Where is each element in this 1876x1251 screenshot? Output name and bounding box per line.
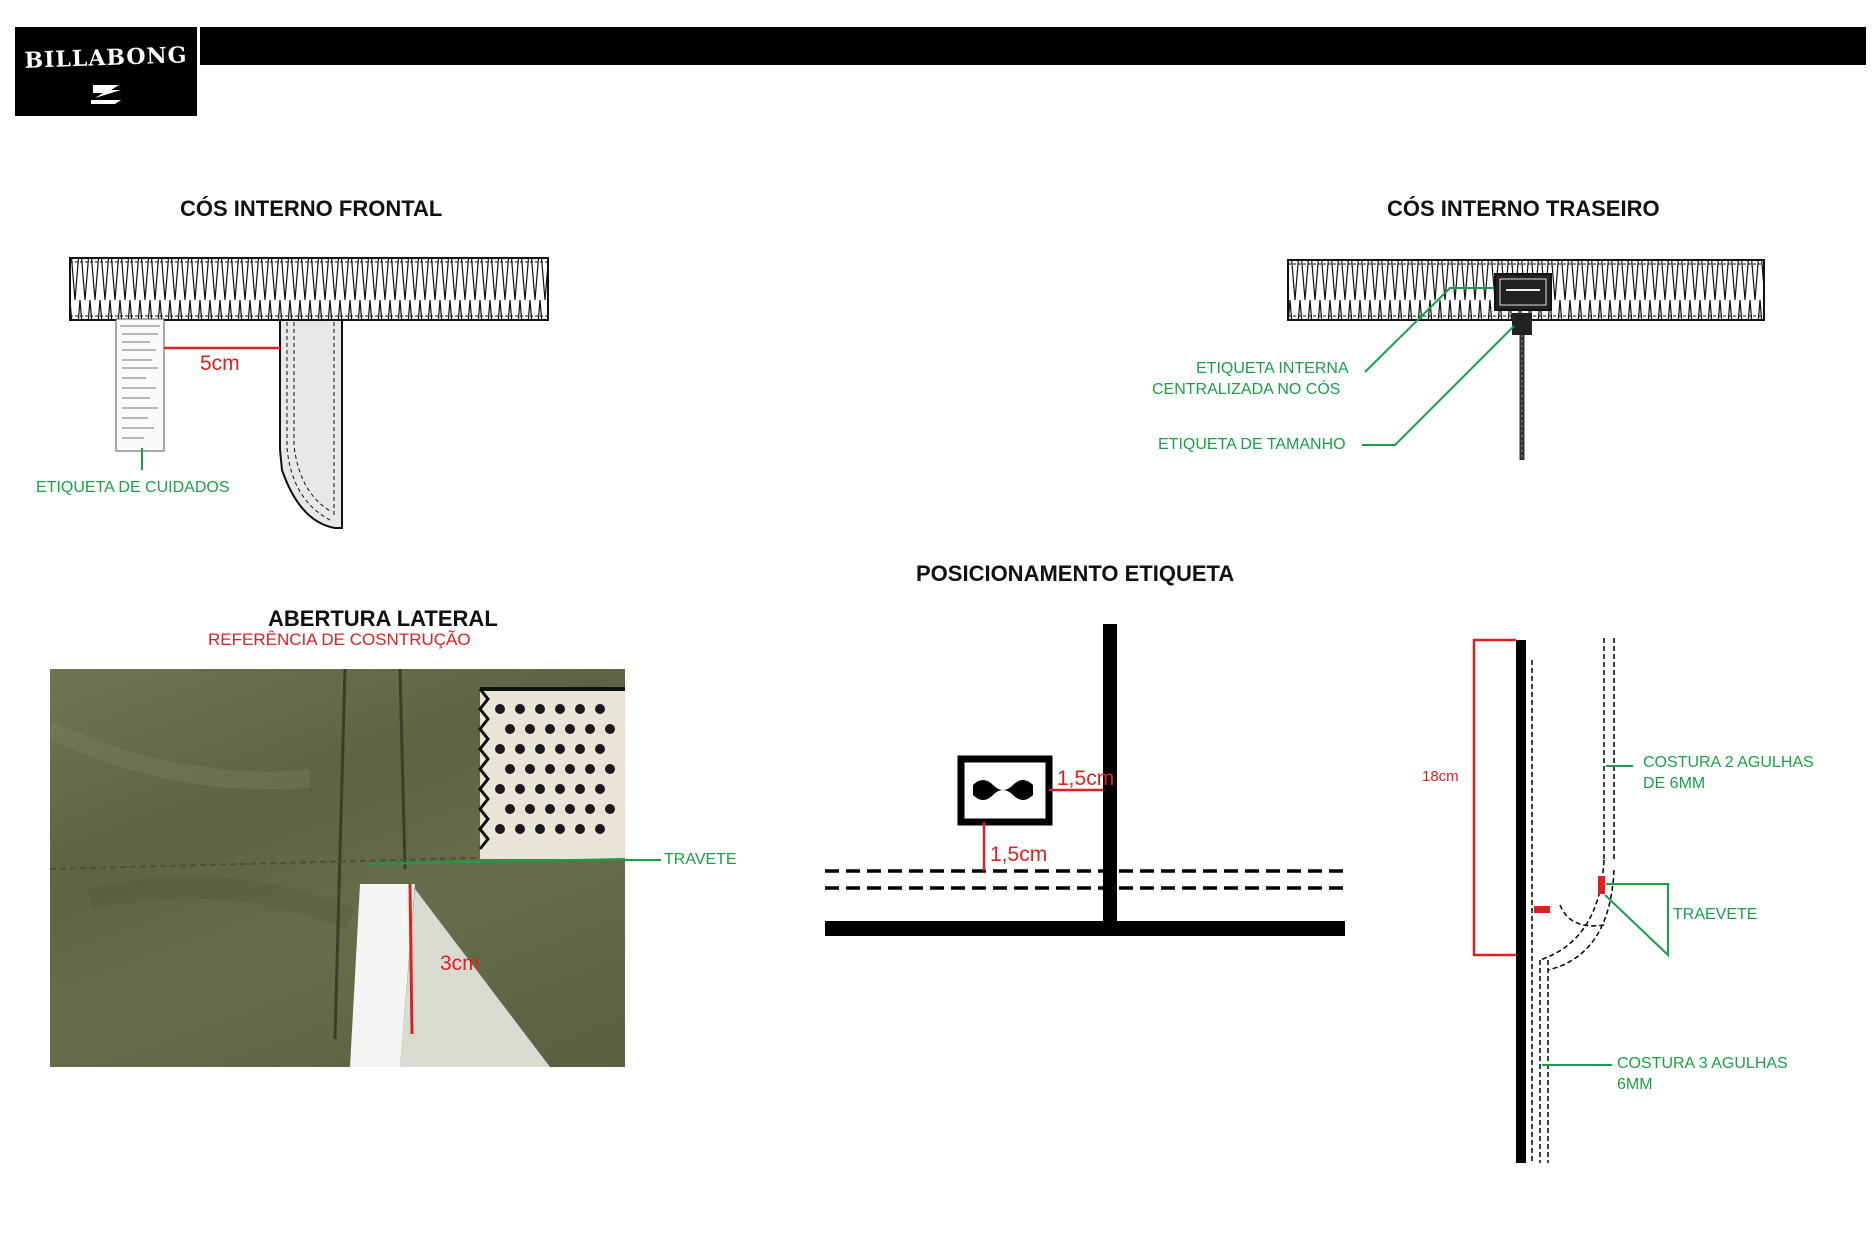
care-label-text: ETIQUETA DE CUIDADOS bbox=[36, 479, 230, 496]
stitch-top-line1: COSTURA 2 AGULHAS bbox=[1643, 754, 1814, 771]
stitch-bottom-line1: COSTURA 3 AGULHAS bbox=[1617, 1055, 1788, 1072]
brand-logo: BILLABONG bbox=[15, 27, 197, 116]
side-opening-title: ABERTURA LATERAL bbox=[268, 606, 498, 631]
side-opening-photo bbox=[50, 669, 625, 1067]
stitch-detail-drawing bbox=[1472, 638, 1669, 1163]
side-opening-measure: 3cm bbox=[440, 952, 480, 975]
label-measure-right: 1,5cm bbox=[1057, 767, 1115, 790]
front-waistband-drawing bbox=[69, 257, 549, 529]
stitch-top-line2: DE 6MM bbox=[1643, 775, 1706, 792]
front-waistband-measure: 5cm bbox=[200, 352, 240, 375]
bartack-leader-line bbox=[625, 859, 661, 861]
label-measure-bottom: 1,5cm bbox=[990, 843, 1048, 866]
fabric-photo-svg bbox=[50, 669, 625, 1067]
stitch-bottom-line2: 6MM bbox=[1617, 1076, 1653, 1093]
inner-label-line1: ETIQUETA INTERNA bbox=[1196, 360, 1349, 377]
back-waistband-title: CÓS INTERNO TRASEIRO bbox=[1387, 196, 1660, 221]
inner-label-line2: CENTRALIZADA NO CÓS bbox=[1152, 381, 1341, 398]
front-waistband-title: CÓS INTERNO FRONTAL bbox=[180, 196, 443, 221]
header-bar bbox=[200, 27, 1866, 65]
stitch-detail-measure: 18cm bbox=[1422, 768, 1459, 785]
size-label-text: ETIQUETA DE TAMANHO bbox=[1158, 436, 1346, 453]
back-waistband-drawing bbox=[1287, 259, 1765, 460]
label-position-drawing bbox=[825, 624, 1345, 936]
side-opening-subtitle: REFERÊNCIA DE COSNTRUÇÃO bbox=[208, 630, 471, 649]
wave-logo-icon bbox=[91, 85, 121, 104]
label-position-title: POSICIONAMENTO ETIQUETA bbox=[916, 561, 1235, 586]
stitch-bartack-label: TRAEVETE bbox=[1673, 906, 1758, 923]
side-opening-bartack-label: TRAVETE bbox=[664, 851, 737, 868]
